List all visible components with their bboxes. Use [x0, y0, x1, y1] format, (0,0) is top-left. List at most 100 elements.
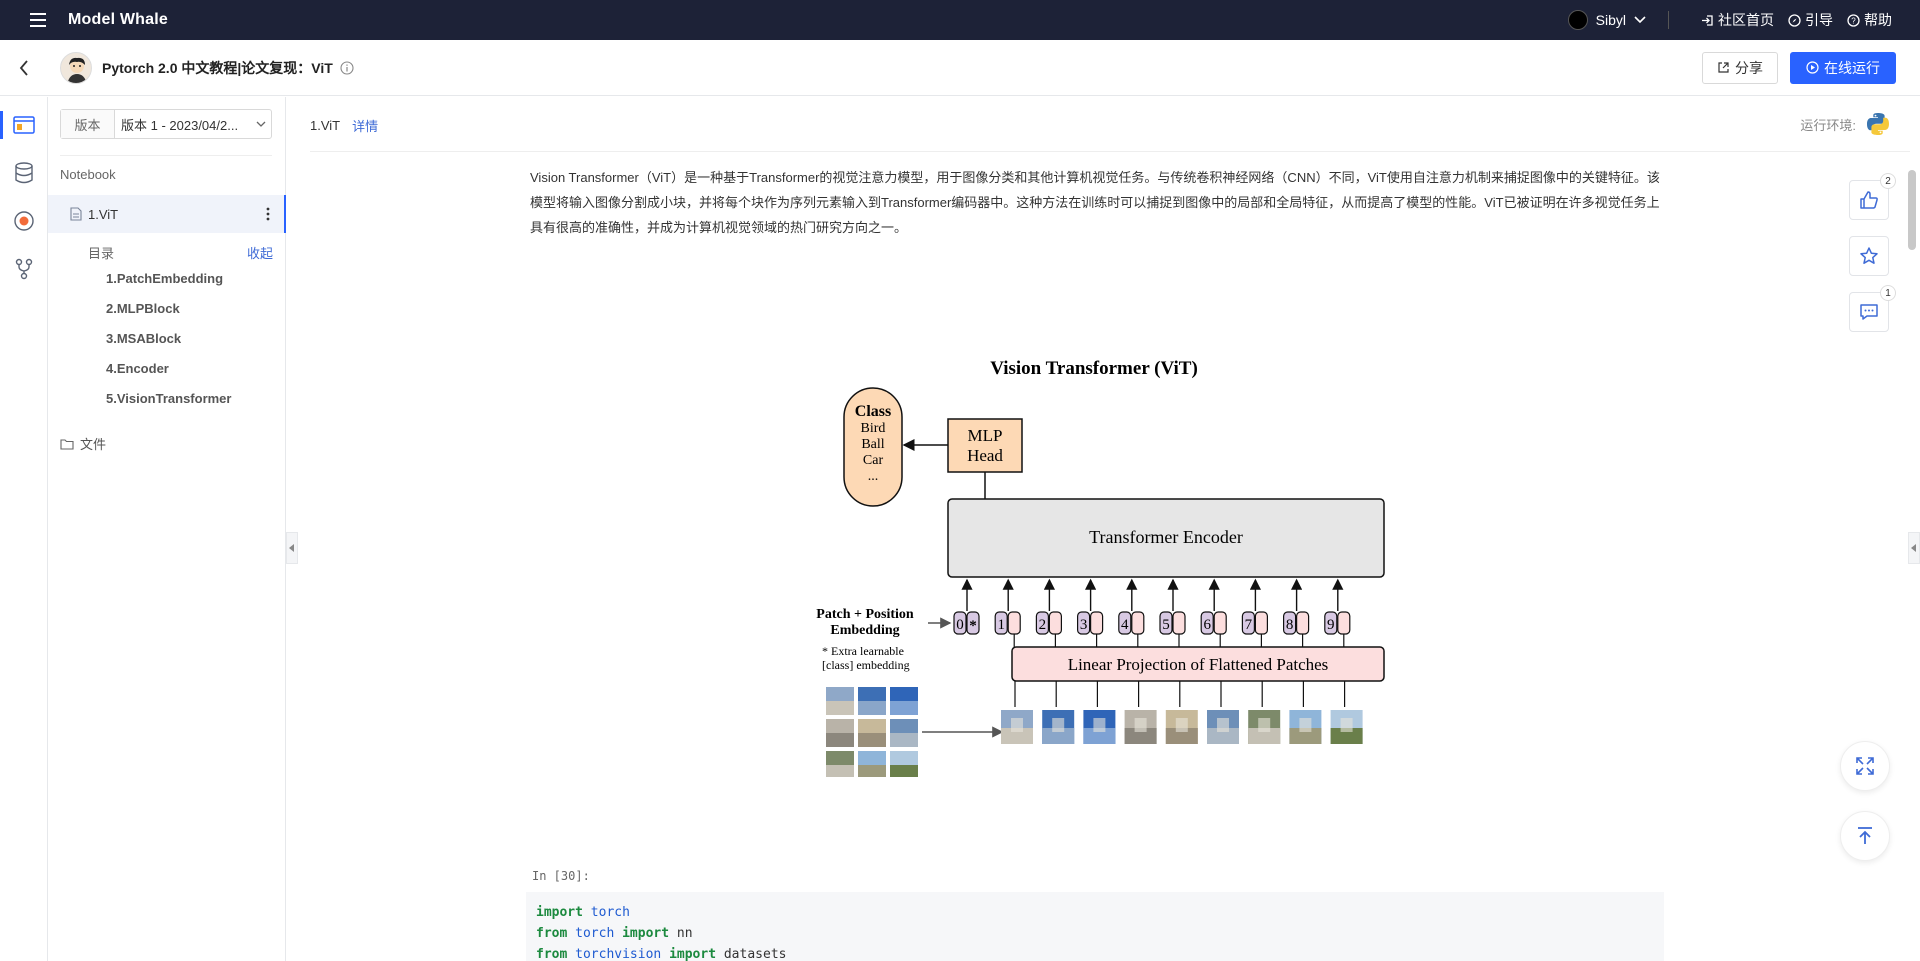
- class-item: Bird: [861, 421, 886, 436]
- code-cell[interactable]: import torch from torch import nn from t…: [526, 892, 1664, 961]
- source-patch-detail: [826, 733, 854, 747]
- guide-link[interactable]: 引导: [1788, 10, 1833, 30]
- source-patch-detail: [826, 765, 854, 779]
- scrollbar-thumb[interactable]: [1908, 170, 1916, 250]
- user-menu[interactable]: Sibyl: [1567, 10, 1646, 30]
- linear-projection-box: [1011, 646, 1385, 682]
- toc-item[interactable]: 3.MSABlock: [106, 331, 182, 346]
- expand-icon: [1856, 757, 1874, 775]
- python-icon: [1867, 113, 1889, 135]
- model-icon: [14, 211, 34, 231]
- patch-embedding: [1007, 611, 1021, 635]
- comment-button[interactable]: 1: [1849, 285, 1896, 332]
- token-pair: 5: [1159, 578, 1186, 647]
- detail-link[interactable]: 详情: [352, 119, 379, 134]
- token-index: 0: [956, 617, 964, 633]
- patch-embedding: [1213, 611, 1227, 635]
- page-title: Pytorch 2.0 中文教程|论文复现：ViT: [102, 59, 333, 76]
- image-patch-detail: [1299, 718, 1312, 732]
- help-link[interactable]: ? 帮助: [1847, 10, 1892, 30]
- toc-item[interactable]: 4.Encoder: [106, 361, 169, 376]
- favorite-button[interactable]: [1849, 236, 1889, 276]
- source-patch-detail: [826, 701, 854, 715]
- token-pair: 9: [1324, 578, 1351, 647]
- token-pair: 0*: [953, 578, 980, 635]
- share-button[interactable]: 分享: [1702, 51, 1778, 84]
- source-patch-detail: [858, 733, 886, 747]
- position-embedding: [1035, 611, 1049, 635]
- rail-dataset[interactable]: [0, 149, 48, 197]
- patch-embedding: [1296, 611, 1310, 635]
- comment-icon: [1860, 304, 1878, 320]
- token-pair: 1: [994, 578, 1021, 647]
- image-patch-detail: [1248, 728, 1281, 744]
- rail-model[interactable]: [0, 197, 48, 245]
- position-embedding: [1200, 611, 1214, 635]
- image-patch-detail: [1042, 728, 1075, 744]
- brand-logo[interactable]: Model Whale: [68, 11, 168, 28]
- tab-notebook[interactable]: 1.ViT: [310, 118, 341, 133]
- patch-row: [1001, 681, 1363, 744]
- figure-title: Vision Transformer (ViT): [990, 358, 1198, 379]
- image-patch-detail: [1207, 728, 1239, 744]
- patch-embedding: [1048, 611, 1062, 635]
- branch-icon: [15, 258, 33, 280]
- class-item: ...: [868, 469, 879, 484]
- toc-item[interactable]: 1.PatchEmbedding: [106, 271, 224, 286]
- notebook-item-vit[interactable]: 1.ViT: [48, 195, 286, 233]
- linear-projection-label: Linear Projection of Flattened Patches: [1068, 655, 1329, 674]
- token-index: 3: [1080, 617, 1088, 633]
- image-patch-detail: [1011, 718, 1023, 732]
- toc-item[interactable]: 2.MLPBlock: [106, 301, 180, 316]
- like-button[interactable]: 2: [1849, 173, 1896, 220]
- fullscreen-button[interactable]: [1840, 741, 1890, 791]
- notebook-content: Vision Transformer（ViT）是一种基于Transformer的…: [530, 165, 1662, 240]
- patch-embedding: [1254, 611, 1268, 635]
- files-folder[interactable]: 文件: [60, 434, 106, 453]
- patch-embedding: [1131, 611, 1145, 635]
- rail-version[interactable]: [0, 245, 48, 293]
- token-index: 6: [1203, 617, 1211, 633]
- toc-item[interactable]: 5.VisionTransformer: [106, 391, 232, 406]
- token-pair: 3: [1077, 578, 1104, 647]
- source-patch-detail: [890, 701, 918, 715]
- position-embedding: [1241, 611, 1255, 635]
- community-link[interactable]: 社区首页: [1701, 10, 1774, 30]
- toc-list: 1.PatchEmbedding 2.MLPBlock 3.MSABlock 4…: [106, 271, 231, 421]
- cell-prompt: In [30]:: [532, 869, 590, 883]
- toc-title: 目录: [88, 246, 115, 261]
- image-patch-detail: [1217, 718, 1229, 732]
- class-token-star: *: [969, 618, 977, 634]
- back-button[interactable]: [2, 46, 46, 90]
- notebook-section-label: Notebook: [60, 167, 116, 182]
- version-select[interactable]: 版本 版本 1 - 2023/04/2...: [60, 109, 272, 139]
- more-icon[interactable]: [266, 207, 270, 221]
- notebook-tabs: 1.ViT 详情: [310, 116, 378, 135]
- code-line: from torchvision import datasets: [536, 947, 787, 961]
- vit-architecture-figure: Vision Transformer (ViT) Class Bird Ball…: [812, 352, 1402, 779]
- class-box: [843, 387, 903, 507]
- token-pair: 7: [1241, 578, 1268, 647]
- info-icon[interactable]: [340, 60, 354, 75]
- image-patch-detail: [1258, 718, 1271, 732]
- rail-notebook[interactable]: [0, 101, 48, 149]
- mlp-head-label: MLP: [968, 426, 1003, 445]
- scrollbar[interactable]: [1906, 160, 1918, 961]
- position-embedding: [1283, 611, 1297, 635]
- database-icon: [15, 162, 33, 184]
- mlp-head-box: [947, 418, 1023, 473]
- toc-collapse-button[interactable]: 收起: [246, 246, 273, 261]
- arrow-up-icon: [1858, 827, 1872, 844]
- back-to-top-button[interactable]: [1840, 811, 1890, 861]
- run-online-button[interactable]: 在线运行: [1790, 51, 1896, 84]
- token-index: 1: [997, 617, 1005, 633]
- extra-embedding-note: [class] embedding: [822, 658, 910, 672]
- sidebar-collapse-handle[interactable]: [286, 532, 298, 564]
- token-pair: 4: [1118, 578, 1145, 647]
- token-pair: 8: [1283, 578, 1310, 647]
- token-index: 2: [1039, 617, 1047, 633]
- token-pair: 2: [1035, 578, 1062, 647]
- menu-icon[interactable]: [18, 0, 58, 40]
- top-bar: Model Whale Sibyl 社区首页 引导 ? 帮助: [0, 0, 1920, 40]
